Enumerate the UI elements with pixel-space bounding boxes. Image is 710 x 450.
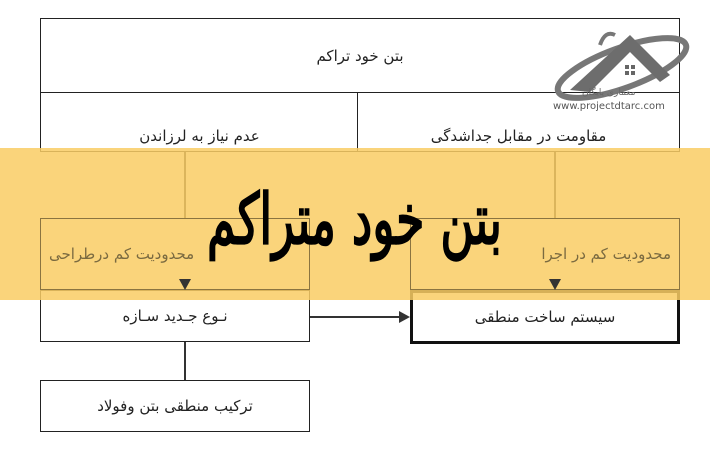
arrow-down-icon xyxy=(549,279,561,290)
logo-url: www.projectdtarc.com xyxy=(553,101,665,112)
title-banner xyxy=(0,148,710,300)
box-row3-right: محدودیت کم در اجرا xyxy=(410,218,680,290)
arrow-right-icon xyxy=(399,311,410,323)
box-top: بتن خود تراکم xyxy=(40,18,680,94)
box-row4-right-label: سیستم ساخت منطقی xyxy=(474,308,616,326)
connector xyxy=(310,316,400,318)
box-row3-left: محدودیت کم درطراحی xyxy=(40,218,310,290)
box-row3-right-label: محدودیت کم در اجرا xyxy=(541,245,671,263)
logo-house-icon xyxy=(554,31,690,101)
box-row5-left-label: ترکیب منطقی بتن وفولاد xyxy=(97,397,253,415)
connector xyxy=(184,342,186,380)
box-row2-left: عدم نیاز به لرزاندن xyxy=(40,92,359,152)
box-row5-left: ترکیب منطقی بتن وفولاد xyxy=(40,380,310,432)
box-row4-left-label: نـوع جـدید سـازه xyxy=(122,307,228,325)
box-row3-left-label: محدودیت کم درطراحی xyxy=(49,245,195,263)
box-row2-left-label: عدم نیاز به لرزاندن xyxy=(139,127,260,145)
logo-name: معماری پایگان xyxy=(582,88,636,98)
box-row2-right-label: مقاومت در مقابل جداشدگی xyxy=(430,127,607,145)
box-top-label: بتن خود تراکم xyxy=(316,47,404,65)
arrow-down-icon xyxy=(179,279,191,290)
